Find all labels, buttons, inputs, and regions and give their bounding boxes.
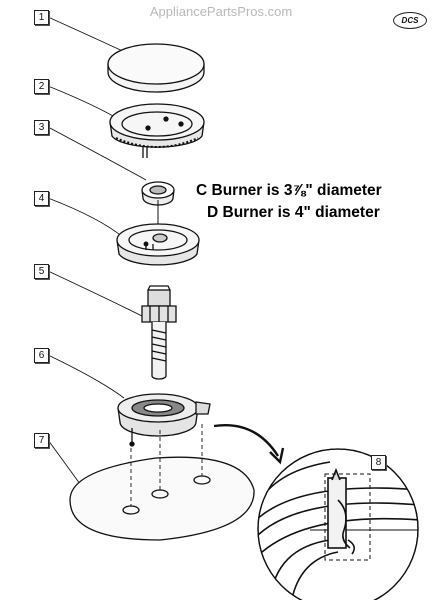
part-6-venturi-assembly [117,393,211,447]
watermark: AppliancePartsPros.com [149,4,293,19]
curved-arrow-icon [213,423,285,465]
logo-text: DCS [401,16,419,25]
leader-lines [47,16,377,485]
d-burner-note: D Burner is 4" diameter [207,204,380,221]
callout-4: 4 [34,191,49,206]
detail-view [257,448,419,600]
part-2-burner-head [109,103,205,158]
part-7-mounting-plate [69,424,255,541]
part-1-burner-cap [107,43,205,93]
dcs-logo-icon: DCS [393,12,427,29]
callout-7: 7 [34,433,49,448]
c-burner-note: C Burner is 3⅞" diameter [196,182,382,199]
callout-6: 6 [34,348,49,363]
callout-5: 5 [34,264,49,279]
callout-8: 8 [371,455,386,470]
part-5-orifice-fitting [141,285,177,380]
part-3-orifice-nut [141,181,175,232]
part-4-burner-base [116,223,200,266]
callout-3: 3 [34,120,49,135]
callout-1: 1 [34,10,49,25]
callout-2: 2 [34,79,49,94]
